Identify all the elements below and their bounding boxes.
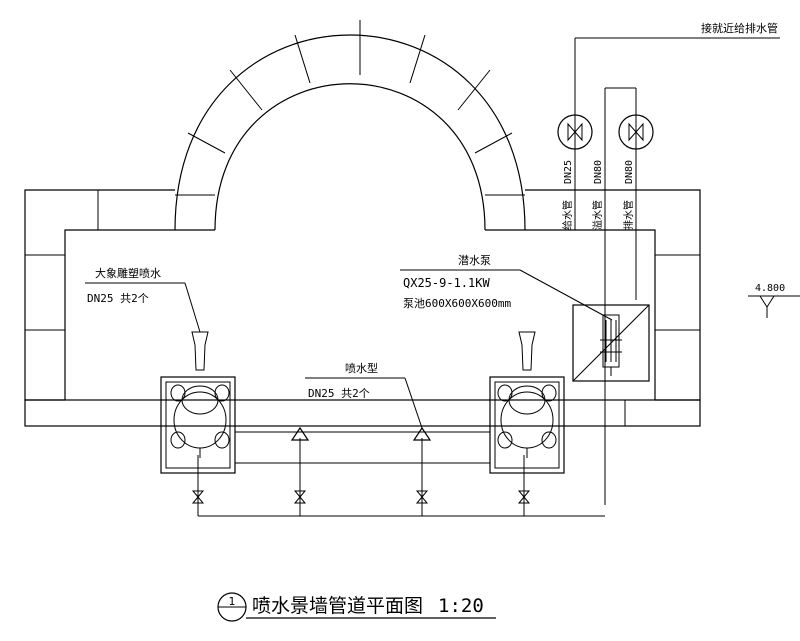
elevation-label: 4.800 bbox=[755, 283, 785, 294]
elephant-spec: DN25 共2个 bbox=[87, 292, 149, 305]
elephant-basin-right bbox=[489, 331, 565, 474]
gate-valves bbox=[191, 490, 531, 504]
pump-pit bbox=[572, 304, 650, 382]
nozzles bbox=[290, 426, 432, 441]
annotations: 接就近给排水管 DN25 给水管 DN80 溢水管 DN80 排水管 大象雕塑喷… bbox=[87, 21, 785, 400]
pump-pit-size: 泵池600X600X600mm bbox=[403, 297, 511, 310]
title-index: 1 bbox=[229, 595, 236, 608]
pipe2-name: 溢水管 bbox=[591, 200, 604, 230]
pipe1-name: 给水管 bbox=[561, 200, 574, 230]
pipe1-size: DN25 bbox=[563, 160, 574, 184]
elephant-title: 大象雕塑喷水 bbox=[95, 266, 161, 280]
elephant-basin-left bbox=[160, 331, 236, 474]
nozzle-spec: DN25 共2个 bbox=[308, 387, 370, 400]
pump-model: QX25-9-1.1KW bbox=[403, 276, 490, 290]
pipe3-name: 排水管 bbox=[622, 200, 635, 230]
title-text: 喷水景墙管道平面图 bbox=[252, 595, 423, 617]
leaders bbox=[85, 37, 800, 429]
pipe2-size: DN80 bbox=[593, 160, 604, 184]
stone-arch bbox=[174, 20, 526, 231]
pump-title: 潜水泵 bbox=[458, 253, 491, 267]
drawing-title: 1 喷水景墙管道平面图 1:20 bbox=[217, 592, 496, 622]
top-pipe-label: 接就近给排水管 bbox=[701, 21, 778, 35]
title-scale: 1:20 bbox=[438, 595, 484, 617]
pipe3-size: DN80 bbox=[624, 160, 635, 184]
pipe-valves bbox=[557, 114, 654, 150]
nozzle-title: 喷水型 bbox=[345, 361, 378, 375]
